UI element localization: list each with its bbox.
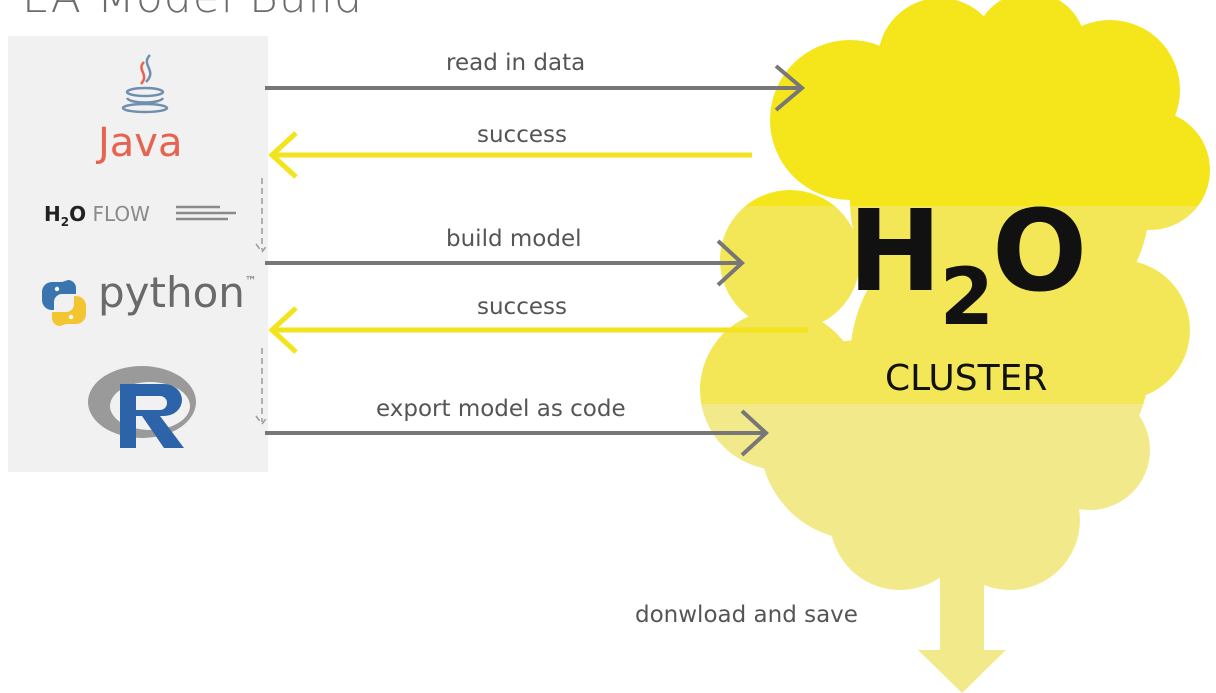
download-label: donwload and save	[635, 602, 858, 628]
h2o-o: O	[992, 187, 1087, 317]
h2o-flow-2: 2	[60, 215, 70, 229]
python-label: python™	[98, 268, 257, 317]
h2o-flow-h: H	[44, 202, 61, 226]
java-label: Java	[98, 120, 183, 166]
h2o-flow-word: FLOW	[92, 202, 150, 226]
success-label-2: success	[477, 294, 567, 320]
h2o-flow-o: O	[69, 202, 87, 226]
cluster-label: CLUSTER	[885, 358, 1048, 399]
h2o-2: 2	[939, 253, 994, 343]
h2o-flow-logo: H2O FLOW	[44, 202, 150, 229]
success-label-1: success	[477, 122, 567, 148]
read-in-data-label: read in data	[446, 50, 586, 76]
page-title: EA Model Build	[22, 0, 363, 23]
h2o-cluster-title: H2O	[848, 196, 1087, 337]
python-trademark: ™	[244, 274, 257, 288]
client-panel	[8, 36, 268, 472]
export-model-label: export model as code	[376, 396, 626, 422]
h2o-h: H	[848, 187, 942, 317]
build-model-label: build model	[446, 226, 582, 252]
python-word: python	[98, 268, 245, 317]
